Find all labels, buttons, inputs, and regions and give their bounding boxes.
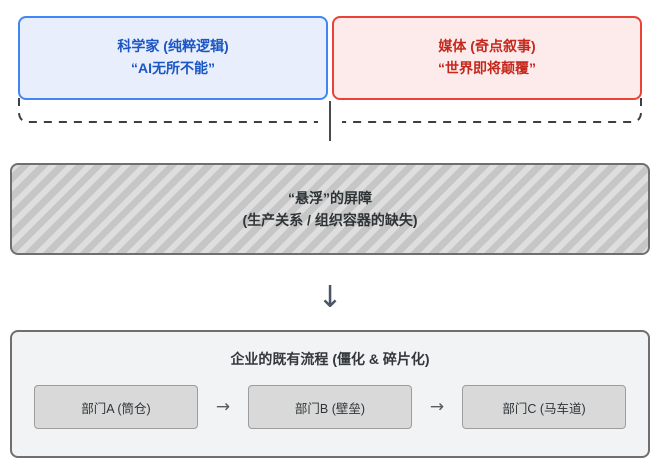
enterprise-title: 企业的既有流程 (僵化 & 碎片化) bbox=[230, 351, 430, 367]
bracket-left-path bbox=[18, 98, 318, 123]
department-c-label: 部门C (马车道) bbox=[502, 401, 586, 416]
media-quote: “世界即将颠覆” bbox=[438, 60, 536, 76]
bracket-right-path bbox=[342, 98, 642, 123]
down-arrow-icon: ↓ bbox=[317, 280, 343, 315]
department-a-label: 部门A (筒仓) bbox=[81, 401, 151, 416]
department-b-label: 部门B (壁垒) bbox=[294, 401, 366, 416]
barrier-subtitle: (生产关系 / 组织容器的缺失) bbox=[242, 212, 418, 228]
department-arrow-icon-1: → bbox=[215, 397, 231, 417]
media-title: 媒体 (奇点叙事) bbox=[438, 38, 536, 55]
scientist-quote: “AI无所不能” bbox=[131, 60, 215, 76]
barrier-title: “悬浮”的屏障 bbox=[288, 189, 372, 206]
department-row: 部门A (筒仓) → 部门B (壁垒) → 部门C (马车道) bbox=[12, 385, 648, 429]
scientist-title: 科学家 (纯粹逻辑) bbox=[117, 38, 229, 55]
barrier-box: “悬浮”的屏障 (生产关系 / 组织容器的缺失) bbox=[10, 163, 650, 255]
department-box-b: 部门B (壁垒) bbox=[248, 385, 412, 429]
perception-box-scientist: 科学家 (纯粹逻辑) “AI无所不能” bbox=[18, 16, 328, 100]
department-box-a: 部门A (筒仓) bbox=[34, 385, 198, 429]
department-box-c: 部门C (马车道) bbox=[462, 385, 626, 429]
enterprise-process-box: 企业的既有流程 (僵化 & 碎片化) 部门A (筒仓) → 部门B (壁垒) →… bbox=[10, 330, 650, 458]
department-arrow-icon-2: → bbox=[429, 397, 445, 417]
perception-box-media: 媒体 (奇点叙事) “世界即将颠覆” bbox=[332, 16, 642, 100]
bracket-connector bbox=[18, 98, 642, 141]
